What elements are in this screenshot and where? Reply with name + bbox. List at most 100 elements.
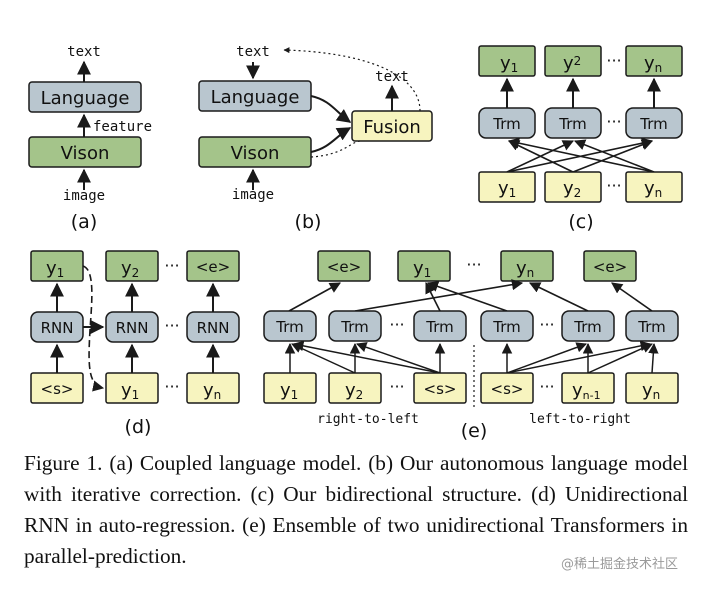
panel-e-trm-box-3 [413,310,467,342]
panel-e-output-ellipsis: ··· [466,255,481,274]
panel-d-caption-label: (d) [125,416,152,438]
panel-a-language-box [28,81,142,113]
panel-e-trm-ellipsis-left: ··· [389,315,404,334]
panel-e-trm-label-3: Trm [425,318,453,336]
panel-c-output-label-3: yn [644,53,662,75]
panel-d-rnn-label-1: RNN [41,319,74,337]
panel-e-input-left-box-2 [328,372,382,404]
panel-c-input-label-2: y2 [563,178,581,200]
figure-diagram: text Language feature Vison image (a) te… [28,44,683,442]
panel-e-input-left-box-1 [263,372,317,404]
watermark: @稀土掘金技术社区 [561,557,679,572]
panel-d-rnn-ellipsis: ··· [164,316,179,335]
panel-e-input-right-label-1: <s> [491,380,524,398]
panel-a-caption-label: (a) [71,211,97,233]
panel-a-vision-label: Vison [61,143,110,164]
panel-e: <e> y1 ··· yn <e> Trm Trm ··· Trm Trm ··… [263,250,679,442]
panel-a-feature-label: feature [93,119,152,135]
panel-b-language-label: Language [211,87,300,108]
panel-e-input-left-label-1: y1 [280,380,298,402]
panel-e-caption-label: (e) [461,420,488,442]
panel-d: y1 y2 ··· <e> RNN RNN ··· RNN <s> y1 ···… [30,250,240,438]
panel-b-fusion-label: Fusion [363,117,421,138]
panel-c-output-box-2 [544,45,602,77]
panel-a-vision-box [28,136,142,168]
panel-c-input-box-1 [478,171,536,203]
panel-c-trm-box-2 [544,107,602,139]
panel-d-rnn-label-2: RNN [116,319,149,337]
panel-c-output-box-3 [625,45,683,77]
panel-a: text Language feature Vison image (a) [28,44,152,233]
panel-e-trm-label-1: Trm [275,318,303,336]
panel-e-input-right-box-3 [625,372,679,404]
panel-c-input-box-2 [544,171,602,203]
panel-c-output-label-2: y2 [563,53,581,74]
panel-e-input-right-box-1 [480,372,534,404]
panel-d-input-box-2 [105,372,159,404]
panel-a-image-label: image [63,188,105,204]
panel-d-output-box-2 [105,250,159,282]
panel-c-input-label-1: y1 [498,178,516,200]
panel-e-output-label-1: <e> [327,258,361,276]
panel-d-output-label-2: y2 [121,258,139,280]
panel-c-caption-label: (c) [568,211,593,233]
panel-e-trm-label-2: Trm [340,318,368,336]
panel-c-trm-ellipsis: ··· [606,112,621,131]
panel-e-trm-box-6 [625,310,679,342]
panel-d-rnn-box-2 [105,311,159,343]
panel-c-output-label-1: y1 [500,53,518,75]
panel-c-trm-box-1 [478,107,536,139]
figure-caption: Figure 1. (a) Coupled language model. (b… [24,451,688,568]
panel-e-input-left-ellipsis: ··· [389,377,404,396]
panel-e-input-left-label-3: <s> [424,380,457,398]
panel-b: text Language Vison image Fusion text (b… [198,44,433,233]
panel-b-image-label: image [232,187,274,203]
panel-e-output-box-4 [583,250,637,282]
panel-e-output-box-1 [317,250,371,282]
panel-d-input-label-1: <s> [41,380,74,398]
panel-e-trm-label-4: Trm [492,318,520,336]
panel-b-caption-label: (b) [295,211,322,233]
panel-c-input-label-3: yn [644,178,662,200]
panel-c-output-box-1 [478,45,536,77]
panel-c-input-box-3 [625,171,683,203]
panel-d-output-ellipsis: ··· [164,256,179,275]
panel-d-input-ellipsis: ··· [164,377,179,396]
panel-e-output-box-2 [397,250,451,282]
panel-d-rnn-box-3 [186,311,240,343]
panel-e-input-right-box-2 [561,372,615,404]
panel-d-input-label-2: y1 [121,380,139,402]
panel-e-input-left-label-2: y2 [345,380,363,402]
panel-b-text-top-label: text [236,44,270,60]
panel-e-trm-box-4 [480,310,534,342]
panel-e-input-right-label-2: yn-1 [572,380,601,402]
panel-e-output-label-2: y1 [413,258,431,280]
panel-c-output-ellipsis: ··· [606,51,621,70]
panel-b-text-fusion-label: text [375,69,409,85]
panel-e-trm-label-5: Trm [573,318,601,336]
panel-e-output-box-3 [500,250,554,282]
panel-d-output-label-3: <e> [196,258,230,276]
panel-e-input-right-label-3: yn [642,380,660,402]
panel-b-vision-label: Vison [231,143,280,164]
panel-e-trm-label-6: Trm [637,318,665,336]
panel-e-input-right-ellipsis: ··· [539,377,554,396]
panel-c-trm-label-2: Trm [558,115,586,133]
panel-c-input-ellipsis: ··· [606,176,621,195]
panel-e-right-to-left-label: right-to-left [317,412,419,427]
panel-e-trm-box-2 [328,310,382,342]
panel-e-output-label-4: <e> [593,258,627,276]
panel-c-trm-label-1: Trm [492,115,520,133]
panel-e-trm-box-1 [263,310,317,342]
panel-d-output-label-1: y1 [46,258,64,280]
panel-c-trm-label-3: Trm [639,115,667,133]
panel-c-trm-box-3 [625,107,683,139]
panel-e-input-left-box-3 [413,372,467,404]
panel-e-output-label-3: yn [516,258,534,280]
panel-e-trm-ellipsis-right: ··· [539,315,554,334]
panel-d-output-box-3 [186,250,240,282]
panel-d-input-box-1 [30,372,84,404]
panel-d-input-label-3: yn [203,380,221,402]
panel-e-left-to-right-label: left-to-right [529,412,631,427]
